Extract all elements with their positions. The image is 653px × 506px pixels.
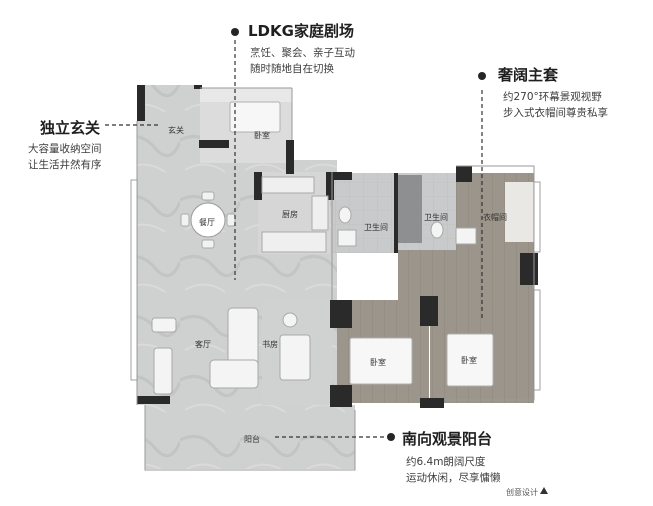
ldkg-title: LDKG家庭剧场 [248,22,354,40]
master-line-1: 约270°环幕景观视野 [503,91,602,103]
room-label-study: 书房 [262,340,278,349]
room-label-dining: 餐厅 [199,218,215,227]
master-dot [478,72,486,80]
living-sofa [151,307,259,395]
ldkg-line-1: 烹饪、聚会、亲子互动 [250,47,355,59]
ldkg-line-2: 随时随地自在切换 [250,63,334,75]
beds [229,101,494,387]
balcony-dot [387,433,395,441]
ldkg-dot [231,28,239,36]
master-title: 奢阔主套 [498,66,559,84]
room-label-living: 客厅 [195,340,211,349]
balcony-line-2: 运动休闲，尽享慵懒 [406,472,501,484]
foyer-title: 独立玄关 [40,119,101,137]
room-label-closet: 衣帽间 [483,213,507,222]
room-label-bedroom-mid: 卧室 [370,358,386,367]
balcony-line-1: 约6.4m朗阔尺度 [406,456,486,468]
room-label-kitchen: 厨房 [282,210,298,219]
foyer-line-1: 大容量收纳空间 [28,143,102,155]
dining-table [180,191,236,249]
footer-label: 创意设计 [506,488,538,497]
room-label-foyer: 玄关 [168,126,184,135]
triangle-icon [540,487,548,494]
walls [137,85,538,408]
foyer-line-2: 让生活井然有序 [28,159,102,171]
balcony-title: 南向观景阳台 [402,430,493,448]
room-label-bath2: 卫生间 [424,213,448,222]
room-label-bedroom-master: 卧室 [461,356,477,365]
master-line-2: 步入式衣帽间尊贵私享 [503,107,608,119]
room-label-bath1: 卫生间 [364,223,388,232]
room-label-bedroom-top: 卧室 [254,131,270,140]
room-label-balcony: 阳台 [244,435,260,444]
study-desk [279,312,311,381]
